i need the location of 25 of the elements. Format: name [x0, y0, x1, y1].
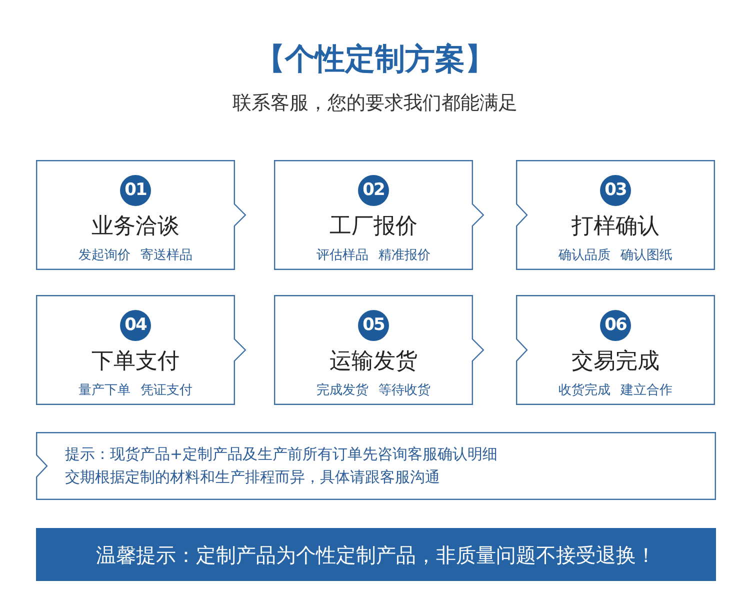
- step-description: 确认品质 确认图纸: [558, 248, 673, 264]
- step-card: [516, 160, 715, 270]
- step-title: 运输发货: [330, 349, 418, 375]
- note-box: [36, 432, 716, 500]
- step-description: 评估样品 精准报价: [316, 248, 431, 264]
- note-text: 交期根据定制的材料和生产排程而异，具体请跟客服沟通: [65, 467, 440, 487]
- note-text: 提示：现货产品+定制产品及生产前所有订单先咨询客服确认明细: [65, 444, 498, 464]
- notice-banner: [36, 528, 716, 581]
- step-card: [36, 295, 247, 405]
- notice-text: 温馨提示：定制产品为个性定制产品，非质量问题不接受退换！: [96, 542, 656, 568]
- step-description: 收货完成 建立合作: [558, 383, 673, 399]
- subtitle: 联系客服，您的要求我们都能满足: [232, 91, 518, 115]
- step-title: 下单支付: [92, 349, 180, 375]
- step-description: 量产下单 凭证支付: [78, 383, 193, 399]
- step-card: [274, 160, 485, 270]
- step-title: 业务洽谈: [92, 214, 180, 240]
- step-title: 工厂报价: [330, 214, 418, 240]
- step-description: 完成发货 等待收货: [316, 383, 431, 399]
- step-card: [516, 295, 715, 405]
- page-title: 【个性定制方案】: [255, 42, 495, 78]
- step-title: 打样确认: [572, 214, 660, 240]
- step-card: [36, 160, 247, 270]
- step-card: [274, 295, 485, 405]
- step-description: 发起询价 寄送样品: [78, 248, 193, 264]
- step-title: 交易完成: [572, 349, 660, 375]
